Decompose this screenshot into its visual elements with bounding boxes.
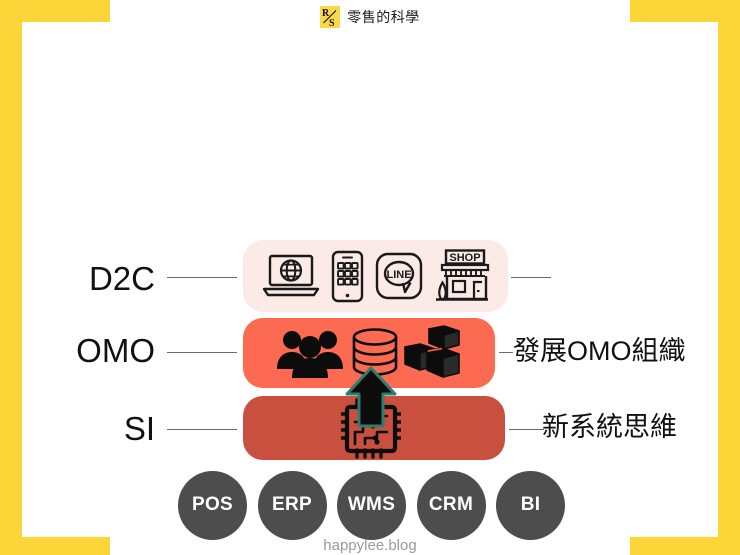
connector-line-d2c-left (167, 277, 237, 278)
boxes-icon (401, 325, 463, 381)
shop-icon-text: SHOP (449, 252, 480, 264)
connector-line-d2c-right (511, 277, 551, 278)
people-group-icon (275, 327, 349, 379)
connector-line-si-left (167, 429, 237, 430)
svg-text:R: R (322, 8, 330, 19)
frame-bottom-left-bar (0, 537, 110, 555)
line-chat-icon: LINE (375, 252, 423, 300)
system-circle-erp[interactable]: ERP (257, 470, 327, 540)
connector-line-omo-right (499, 352, 513, 353)
frame-right-bar (718, 0, 740, 555)
connector-line-omo-left (167, 352, 237, 353)
system-circle-label: ERP (272, 494, 312, 515)
svg-text:S: S (329, 18, 335, 28)
header-branding: R S 零售的科學 (0, 4, 740, 30)
row-label-omo: OMO (76, 332, 155, 369)
system-circle-crm[interactable]: CRM (416, 470, 486, 540)
system-circle-bi[interactable]: BI (496, 470, 565, 540)
rs-badge-icon: R S (320, 6, 341, 28)
connector-line-si-right (509, 429, 544, 430)
row-caption-si: 新系統思維 (542, 412, 677, 442)
system-circle-label: POS (191, 494, 234, 515)
watermark: happylee.blog (323, 537, 417, 554)
row-label-d2c: D2C (88, 260, 155, 297)
frame-top-left-bar (0, 0, 110, 22)
line-icon-text: LINE (386, 269, 411, 281)
row-label-si: SI (123, 410, 155, 447)
system-circle-label: CRM (428, 494, 474, 515)
system-circle-pos[interactable]: POS (178, 470, 247, 540)
frame-left-bar (0, 0, 22, 555)
laptop-globe-icon (262, 253, 320, 299)
shop-storefront-icon: SHOP (434, 248, 490, 304)
band-d2c: LINE SHOP (243, 240, 508, 312)
up-arrow-icon (345, 366, 397, 428)
frame-top-right-bar (630, 0, 740, 22)
system-circle-wms[interactable]: WMS (337, 470, 406, 540)
system-circle-label: BI (520, 494, 541, 515)
system-circle-label: WMS (347, 494, 396, 515)
row-caption-omo: 發展OMO組織 (513, 336, 686, 366)
brand-name: 零售的科學 (347, 9, 420, 25)
mobile-app-icon (331, 250, 364, 303)
frame-bottom-right-bar (630, 537, 740, 555)
system-circles-row: POS ERP WMS CRM BI (178, 469, 565, 541)
